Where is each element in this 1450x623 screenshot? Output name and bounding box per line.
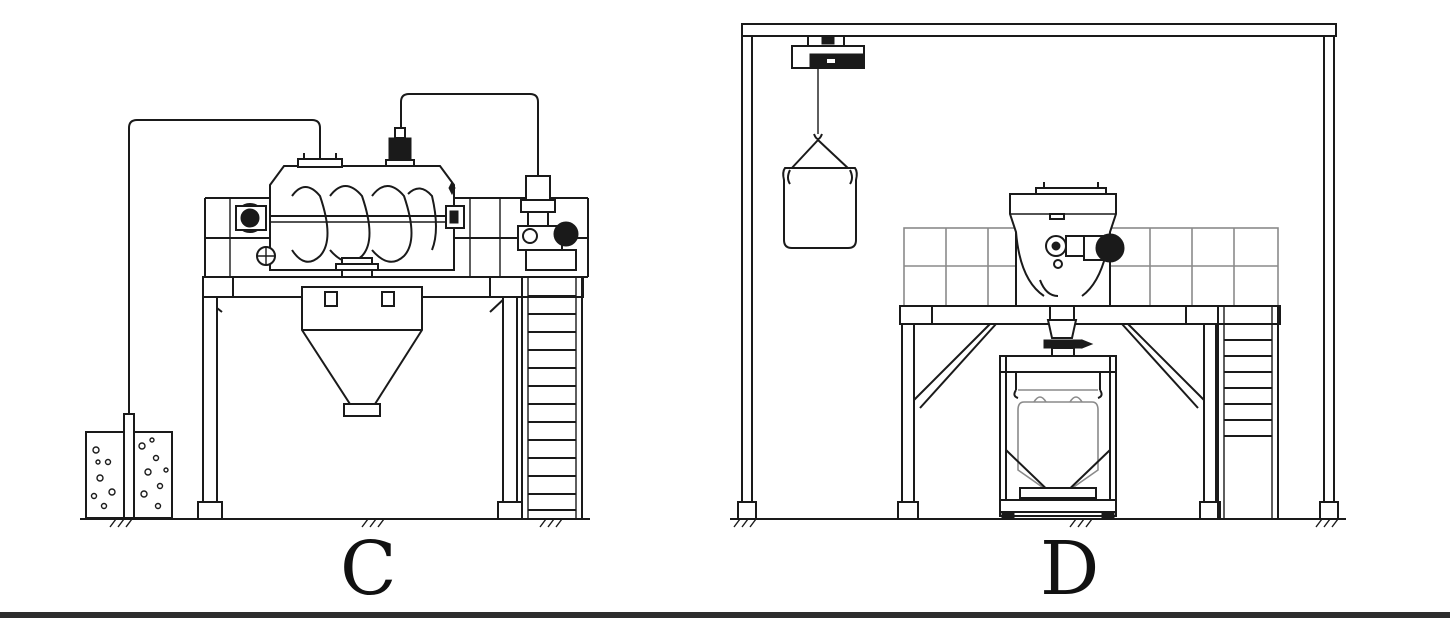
panel-label-c: C: [340, 526, 397, 612]
liquid-tank: [85, 413, 173, 519]
screw-feeder-motor: [517, 175, 579, 271]
discharge-hopper: [301, 286, 423, 417]
panel-d-drawing: [730, 23, 1346, 528]
electric-hoist: [791, 35, 865, 140]
ribbon-mixer: [235, 127, 465, 279]
ground-hatch-c: [109, 518, 563, 528]
bulk-bag-hanging: [782, 139, 858, 249]
ground-hatch-d: [733, 518, 1339, 528]
support-frame-d: [897, 305, 1281, 520]
gantry-frame: [737, 23, 1339, 520]
vent-pipe: [400, 93, 539, 176]
panel-label-d: D: [1040, 526, 1100, 612]
panel-c-drawing: [80, 93, 590, 528]
support-frame-c: [197, 276, 584, 520]
mixer-end-view: [1009, 182, 1125, 307]
staircase-c: [521, 277, 583, 519]
staircase-d: [1217, 306, 1279, 519]
liquid-pipe: [128, 119, 321, 414]
bottom-border: [0, 612, 1450, 618]
bag-filling-station: [999, 355, 1117, 519]
